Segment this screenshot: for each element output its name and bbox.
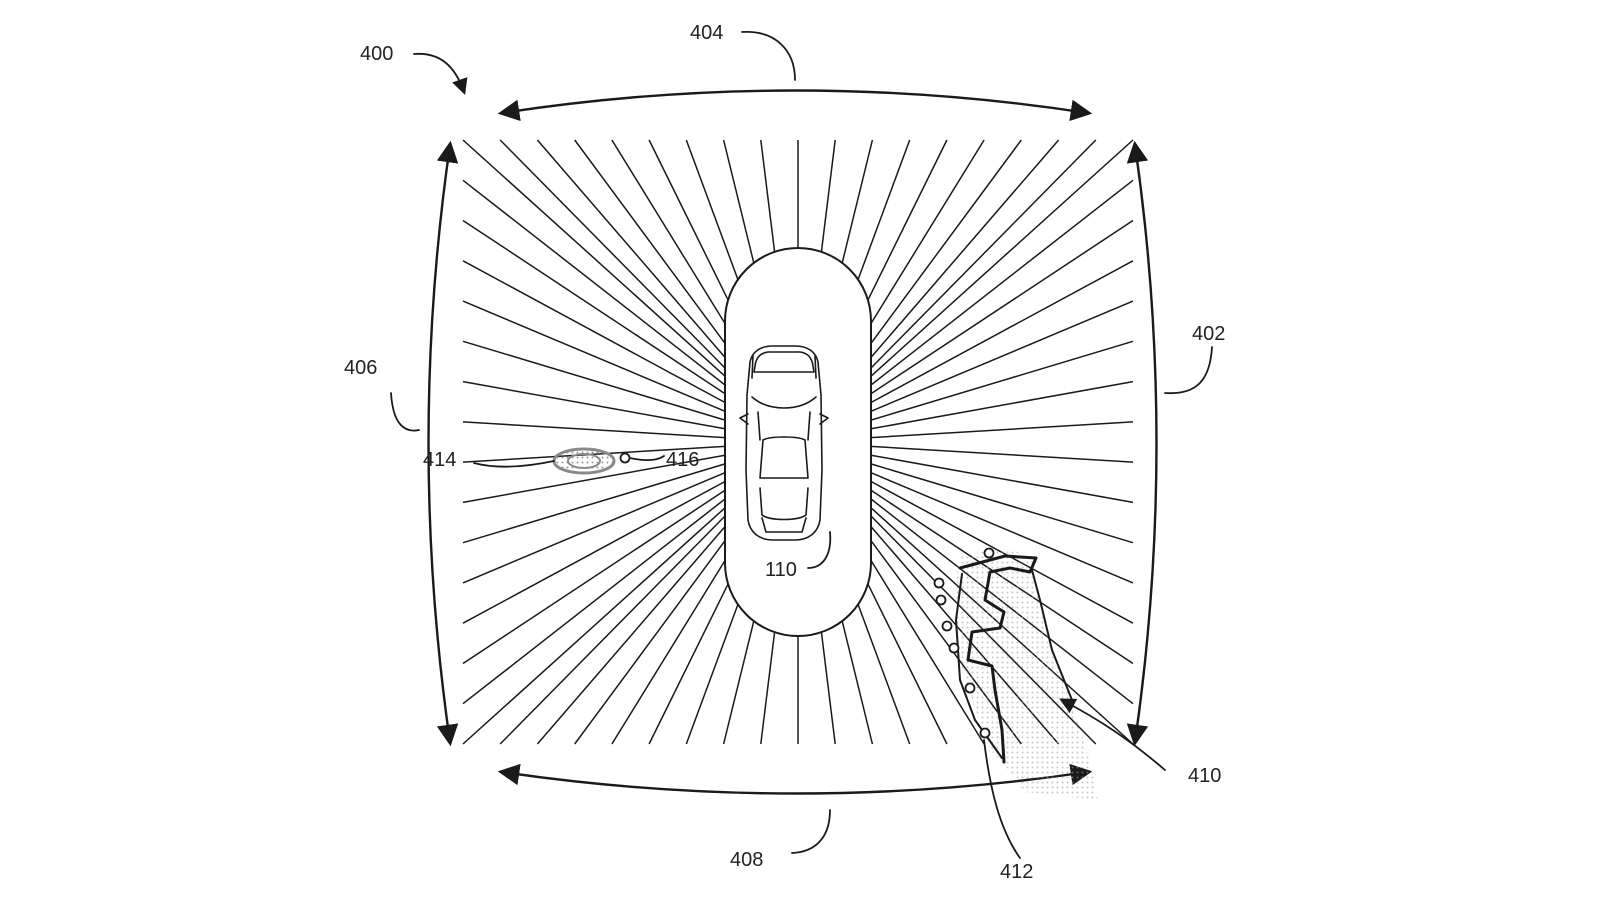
sensor-ray: [462, 498, 726, 705]
sensor-ray: [870, 472, 1134, 584]
boundary-arc-bottom: [497, 763, 1093, 795]
leader-402: [1164, 346, 1213, 395]
sensor-ray: [870, 219, 1134, 395]
trailer-point: [979, 727, 991, 739]
sensor-ray: [760, 139, 776, 252]
label-412: 412: [1000, 861, 1033, 883]
leader-110: [807, 531, 832, 569]
label-110: 110: [765, 559, 797, 581]
label-416: 416: [666, 449, 699, 471]
sensor-ray: [462, 454, 726, 504]
sensor-ray: [722, 620, 755, 745]
sensor-ray: [870, 139, 1097, 369]
sensor-ray: [462, 480, 726, 624]
trailer-point: [933, 577, 945, 589]
sensor-ray: [536, 526, 726, 745]
sensor-ray: [870, 139, 985, 324]
sensor-ray: [870, 300, 1134, 412]
leader-414: [473, 460, 555, 468]
sensor-ray: [648, 139, 729, 301]
sensor-ray-group: [462, 139, 1134, 745]
sensor-ray: [867, 139, 948, 301]
label-414: 414: [423, 449, 456, 471]
sensor-ray: [820, 632, 836, 745]
label-406: 406: [344, 357, 377, 379]
sensor-ray: [462, 340, 726, 421]
vehicle-zone-capsule: [724, 247, 872, 637]
boundary-arc-left: [427, 140, 459, 747]
sensor-ray: [870, 445, 1134, 463]
sensor-ray: [685, 139, 739, 280]
sensor-ray: [499, 139, 726, 369]
sensor-ray: [611, 139, 726, 324]
leader-412: [983, 739, 1021, 859]
sensor-ray: [857, 604, 911, 745]
sensor-ray: [867, 583, 948, 745]
leader-400: [413, 53, 468, 96]
sensor-ray: [870, 139, 1134, 377]
sensor-ray: [536, 139, 726, 358]
leader-406: [390, 392, 420, 432]
boundary-arc-top: [497, 89, 1093, 122]
sensor-ray: [685, 604, 739, 745]
sensor-ray: [870, 260, 1134, 404]
obstacle-shape: [552, 447, 616, 475]
sensor-ray: [760, 632, 776, 745]
sensor-ray: [722, 139, 755, 264]
leader-404: [741, 31, 796, 81]
sensor-ray: [462, 380, 726, 430]
boundary-arc-right: [1126, 140, 1158, 747]
sensor-ray: [857, 139, 911, 280]
sensor-ray: [648, 583, 729, 745]
label-400: 400: [360, 43, 393, 65]
sensor-ray: [870, 454, 1134, 504]
sensor-ray: [841, 620, 874, 745]
sensor-ray: [462, 260, 726, 404]
sensor-ray: [820, 139, 836, 252]
trailer-point: [948, 642, 960, 654]
trailer-point-group: [933, 547, 995, 739]
sensor-ray: [870, 463, 1134, 544]
vehicle-icon: [739, 345, 829, 541]
obstacle-point: [619, 452, 631, 464]
leader-410: [1059, 698, 1166, 771]
sensor-ray: [870, 421, 1134, 439]
label-408: 408: [730, 849, 763, 871]
leader-416: [629, 455, 665, 462]
sensor-ray: [499, 515, 726, 745]
sensor-ray: [870, 179, 1134, 386]
sensor-ray: [611, 560, 726, 745]
sensor-ray: [870, 139, 1022, 344]
sensor-ray: [462, 507, 726, 745]
trailer-point: [935, 594, 947, 606]
sensor-ray: [841, 139, 874, 264]
sensor-ray: [574, 540, 726, 745]
sensor-ray: [462, 463, 726, 544]
sensor-ray: [462, 489, 726, 665]
trailer-point: [964, 682, 976, 694]
trailer-point: [983, 547, 995, 559]
sensor-ray: [462, 472, 726, 584]
sensor-ray: [462, 179, 726, 386]
sensor-ray: [870, 560, 985, 745]
sensor-ray: [462, 219, 726, 395]
leader-408: [791, 809, 831, 854]
sensor-ray: [574, 139, 726, 344]
sensor-ray: [462, 421, 726, 439]
sensor-ray: [462, 139, 726, 377]
sensor-ray: [462, 300, 726, 412]
label-404: 404: [690, 22, 723, 44]
label-410: 410: [1188, 765, 1221, 787]
trailer-shape: [955, 550, 1098, 800]
sensor-ray: [870, 340, 1134, 421]
trailer-point: [941, 620, 953, 632]
label-402: 402: [1192, 323, 1225, 345]
sensor-ray: [870, 380, 1134, 430]
sensor-ray: [870, 139, 1060, 358]
